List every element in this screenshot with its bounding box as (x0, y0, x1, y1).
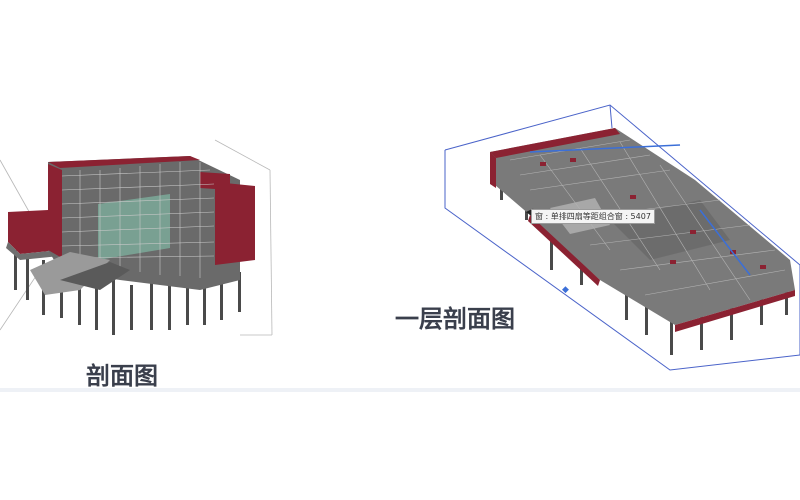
caption-first-floor-section: 一层剖面图 (395, 305, 515, 333)
section-view-model[interactable] (0, 130, 290, 345)
floor-plan-slab (490, 128, 795, 332)
caption-section-view: 剖面图 (86, 362, 158, 390)
background-band (0, 392, 800, 500)
grip-arrow-icon[interactable]: ◆ (562, 285, 569, 295)
highlighted-window-line (529, 144, 751, 276)
section-box-outline (444, 104, 800, 371)
first-floor-section-model[interactable] (430, 100, 800, 380)
entrance-canopy (30, 252, 130, 295)
element-tooltip: 窗 : 单排四扇等距组合窗 : 5407 (531, 209, 655, 224)
background-band-line (0, 388, 800, 392)
podium-block (6, 210, 60, 260)
floor-grid-lines (61, 162, 215, 278)
